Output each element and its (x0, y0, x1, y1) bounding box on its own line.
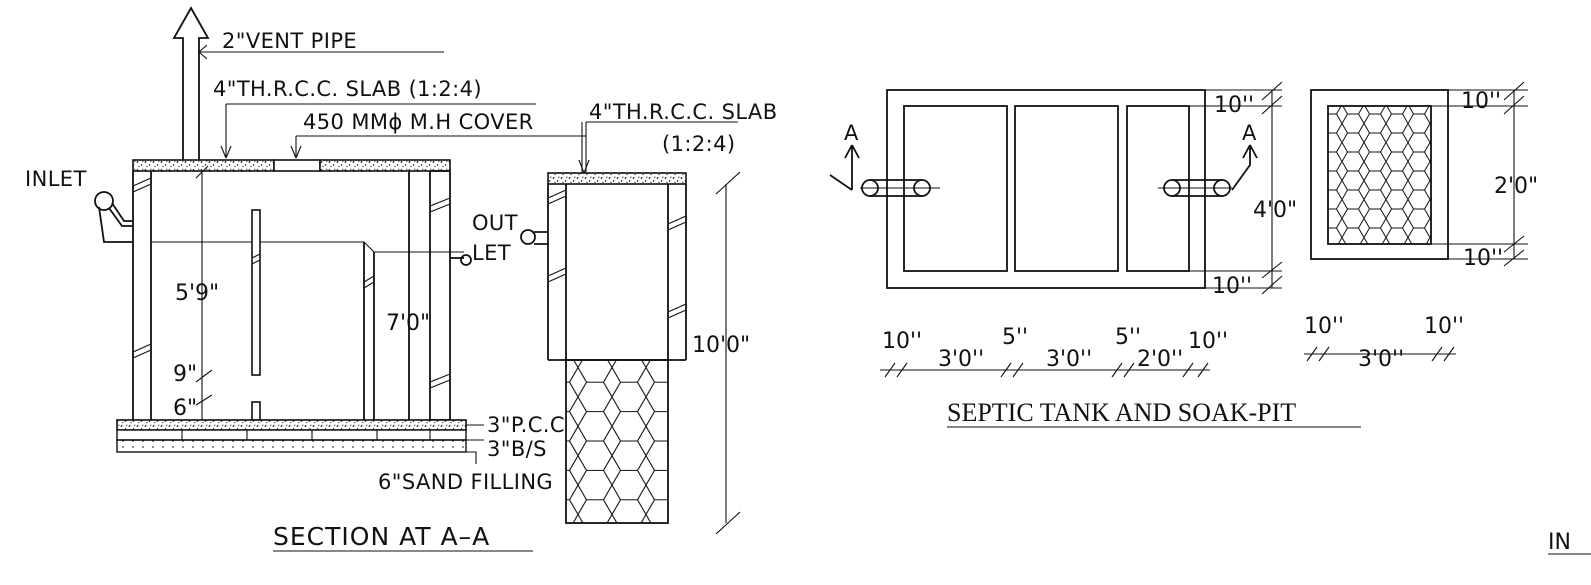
soak-bottom-right: 10'' (1424, 314, 1464, 339)
soak-bottom-mid: 3'0'' (1358, 347, 1404, 372)
slab-right-label-2: (1:2:4) (662, 132, 735, 156)
soak-dim-bottom: 10'' (1463, 246, 1503, 271)
inlet-label: INLET (25, 167, 87, 191)
soak-pit-plan-outer (1310, 89, 1449, 260)
bottom-dim-7: 10'' (1188, 329, 1228, 354)
soak-dim-mid: 2'0" (1494, 174, 1538, 199)
soak-pit-top-slab (547, 172, 687, 185)
outlet-label-2: LET (472, 241, 511, 265)
bottom-dim-4: 3'0'' (1046, 347, 1092, 372)
bottom-dim-3: 5'' (1002, 325, 1028, 350)
sand-label: 6"SAND FILLING (378, 470, 553, 494)
plan-title: SEPTIC TANK AND SOAK-PIT (947, 398, 1296, 427)
soak-pit-walls (547, 184, 687, 361)
bottom-dim-6: 2'0'' (1137, 347, 1183, 372)
plan-view: A A 10'' 4'0" 10'' 10'' 3'0'' 5'' 3'0'' … (829, 81, 1361, 428)
mh-cover-label: 450 MMϕ M.H COVER (303, 110, 534, 134)
plan-dim-mid: 4'0" (1253, 198, 1297, 223)
tank-plan-outer (886, 89, 1206, 289)
dim-9: 9" (173, 362, 197, 387)
vent-pipe-arrow (172, 6, 210, 162)
pcc-layer (116, 419, 467, 431)
section-mark-left: A (844, 121, 859, 145)
brick-soling-layer (116, 429, 467, 441)
soak-dim-top: 10'' (1461, 89, 1501, 114)
sand-filling-layer (116, 439, 467, 453)
tank-top-slab-left (132, 159, 275, 172)
section-view: 2"VENT PIPE 4"TH.R.C.C. SLAB (1:2:4) 450… (25, 6, 778, 552)
plan-dim-bottom: 10'' (1212, 274, 1252, 299)
bottom-dim-1: 10'' (882, 329, 922, 354)
bottom-dim-5: 5'' (1115, 325, 1141, 350)
dim-5-9: 5'9" (175, 281, 219, 306)
soak-bottom-left: 10'' (1304, 314, 1344, 339)
soak-pit-plan: 10'' 2'0" 10'' 10'' 3'0'' 10'' (1304, 81, 1538, 372)
bs-label: 3"B/S (487, 437, 547, 461)
pcc-label: 3"P.C.C (487, 413, 565, 437)
scum-board (251, 209, 261, 376)
tank-left-wall (132, 171, 152, 420)
section-mark-right: A (1242, 121, 1257, 145)
tank-top-slab-right (319, 159, 451, 172)
dim-7-0: 7'0" (386, 311, 430, 336)
tank-right-wall (408, 171, 431, 420)
bottom-dim-2: 3'0'' (938, 347, 984, 372)
edge-text: IN (1548, 530, 1571, 555)
slab-left-label: 4"TH.R.C.C. SLAB (1:2:4) (213, 77, 482, 101)
slab-right-label-1: 4"TH.R.C.C. SLAB (589, 100, 778, 124)
outlet-label-1: OUT (472, 211, 518, 235)
chamber-2 (1014, 105, 1119, 272)
vent-pipe-label: 2"VENT PIPE (222, 29, 357, 53)
dim-10-0: 10'0" (692, 333, 750, 358)
plan-dim-top: 10'' (1214, 93, 1254, 118)
dim-6: 6" (173, 396, 197, 421)
mh-opening (273, 159, 321, 172)
soak-pit-plan-inner (1327, 105, 1432, 245)
section-title: SECTION AT A–A (273, 522, 490, 551)
soak-pit-filling (565, 359, 669, 524)
baffle-wall (363, 242, 375, 420)
inlet-pipe (94, 191, 114, 211)
